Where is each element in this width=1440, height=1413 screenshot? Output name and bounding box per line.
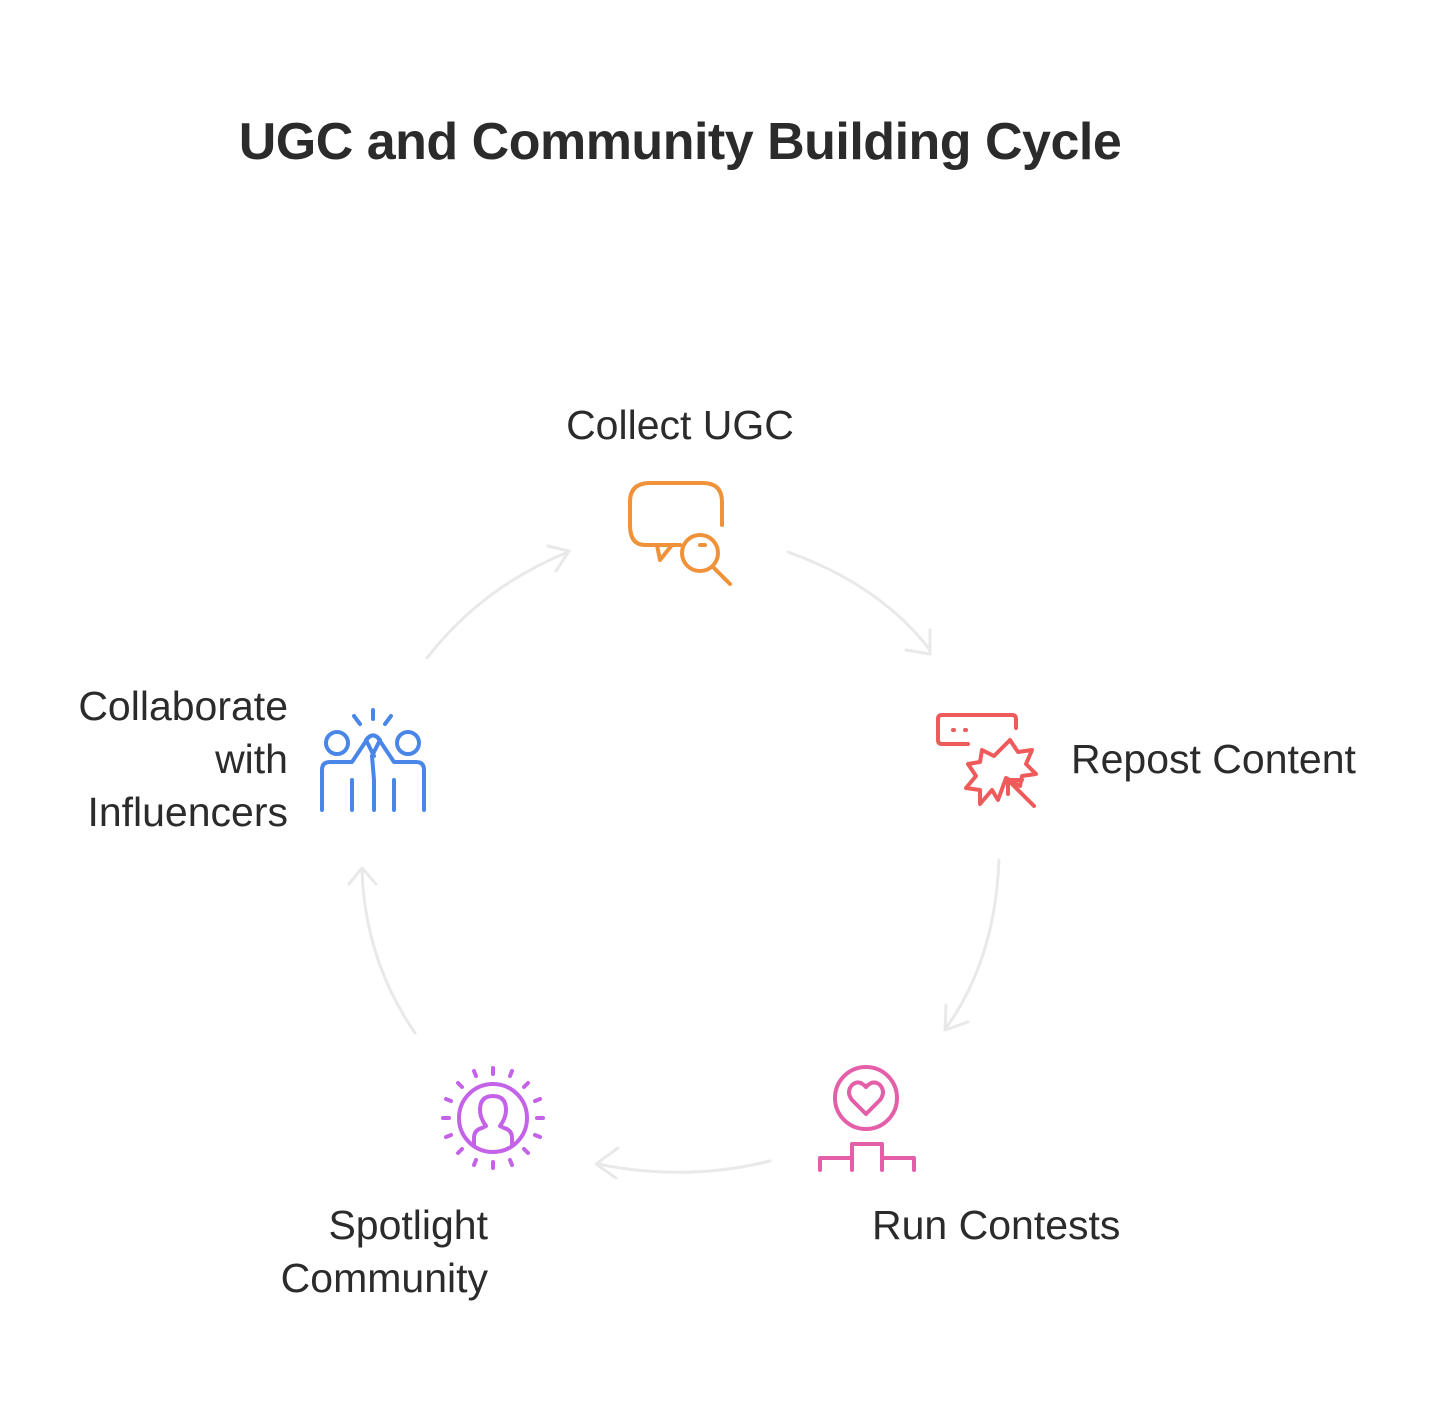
share-burst-icon <box>936 713 1038 808</box>
arrow-collab-to-collect <box>425 544 571 660</box>
step-label-line: Influencers <box>87 789 288 835</box>
chat-search-icon <box>628 481 732 586</box>
arrow-contests-to-spotlight <box>594 1146 772 1180</box>
step-label-line: Run Contests <box>872 1202 1121 1248</box>
step-label-line: Collect UGC <box>566 402 794 448</box>
step-label-line: Collaborate <box>78 683 288 729</box>
step-label-line: with <box>215 736 288 782</box>
arrow-repost-to-contests <box>943 858 1001 1032</box>
arrow-collect-to-repost <box>786 550 932 656</box>
step-label-contests: Run Contests <box>872 1199 1120 1252</box>
step-label-collect: Collect UGC <box>480 399 880 452</box>
step-label-line: Spotlight <box>328 1202 488 1248</box>
heart-podium-icon <box>818 1065 916 1172</box>
step-label-line: Repost Content <box>1071 736 1356 782</box>
spotlight-person-icon <box>441 1066 545 1170</box>
high-five-icon <box>320 708 426 812</box>
step-label-line: Community <box>280 1255 488 1301</box>
arrow-spotlight-to-collab <box>347 866 417 1035</box>
diagram-title: UGC and Community Building Cycle <box>238 113 1122 171</box>
step-label-repost: Repost Content <box>1071 733 1356 786</box>
cycle-arrows <box>347 544 1001 1180</box>
